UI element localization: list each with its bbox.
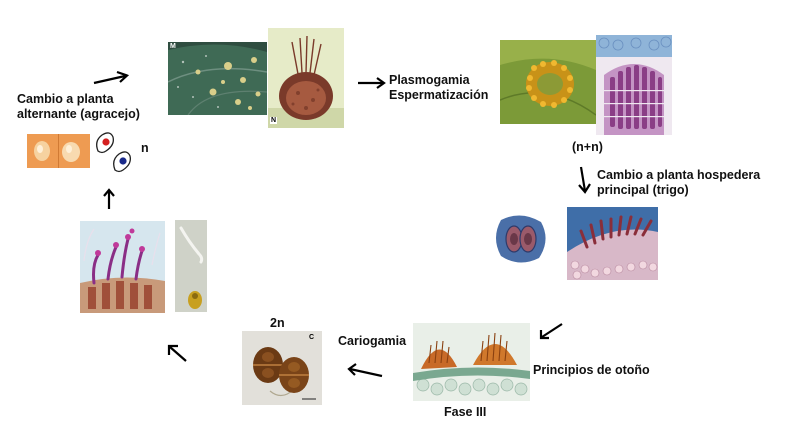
- dikaryon-label: (n+n): [572, 140, 603, 154]
- basidia-section-photo: [80, 221, 165, 313]
- panel-letter-c: C: [309, 334, 315, 341]
- diploid-label: 2n: [270, 316, 285, 330]
- phase-three-label: Fase III: [444, 405, 487, 419]
- karyogamy-label: Cariogamia: [338, 334, 407, 348]
- plasmogamy-label: Plasmogamia Espermatización: [389, 73, 489, 102]
- alternate-host-label: Cambio a planta alternante (agracejo): [17, 92, 140, 121]
- telia-section-photo: [413, 323, 530, 401]
- arrow-to-autumn: [539, 323, 563, 340]
- spore-red-nucleus-icon: [96, 132, 114, 154]
- arrow-to-karyogamy: [347, 363, 383, 378]
- arrow-to-basidiospores: [103, 188, 115, 209]
- primary-host-label: Cambio a planta hospedera principal (tri…: [597, 168, 761, 197]
- arrow-to-basidia: [167, 344, 187, 362]
- barberry-leaf-pycnia-photo: [168, 42, 267, 115]
- aecia-leaf-photo: [500, 40, 596, 124]
- haploid-label: n: [141, 141, 149, 155]
- spore-blue-nucleus-icon: [113, 151, 131, 173]
- pycnium-section-photo: [268, 28, 344, 128]
- uredinium-section-photo: [567, 207, 658, 280]
- arrow-to-barberry-leaf: [93, 70, 130, 85]
- aecium-section-photo: [596, 35, 672, 135]
- urediniospores-photo: [493, 212, 549, 266]
- arrow-to-plasmogamy: [358, 77, 386, 89]
- panel-letter-n: N: [270, 117, 278, 124]
- teliospores-photo: [242, 331, 322, 405]
- germinating-spore-photo: [175, 220, 207, 312]
- arrow-to-wheat: [578, 166, 591, 194]
- panel-letter-m: M: [170, 43, 176, 50]
- autumn-label: Principios de otoño: [533, 363, 650, 377]
- basidiospores-photo: [27, 134, 90, 168]
